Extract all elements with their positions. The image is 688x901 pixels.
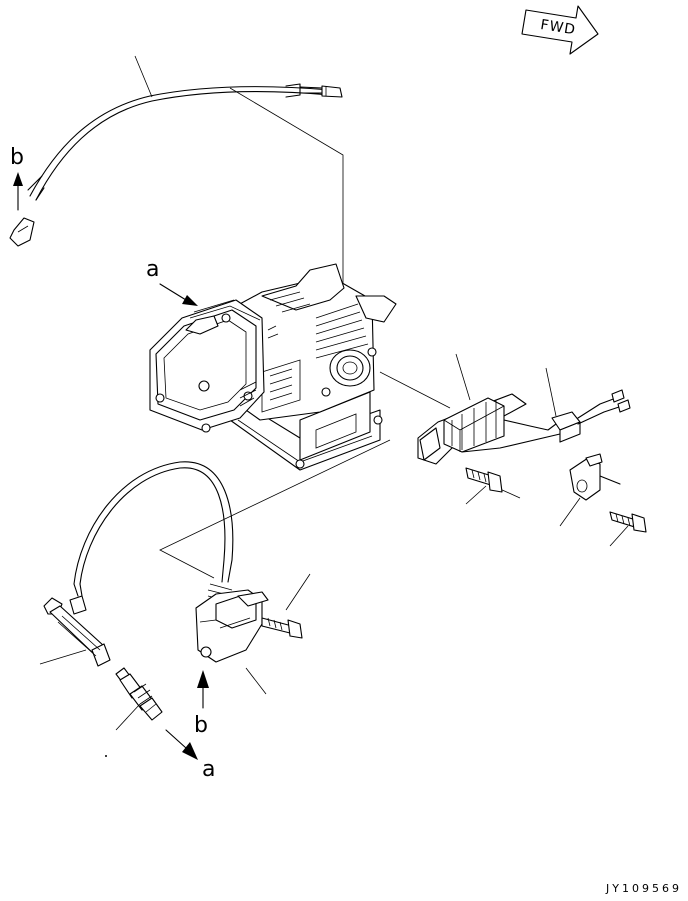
- spark-plug: [115, 667, 163, 721]
- wire-harness-upper: [9, 83, 343, 247]
- dot-mark: [105, 755, 107, 757]
- leader-plug-cap: [39, 649, 87, 665]
- fwd-arrow-icon: [521, 5, 599, 55]
- leader-regulator: [455, 353, 557, 417]
- bolt-bracket: [609, 511, 647, 533]
- leader-spark-plug: [115, 703, 141, 731]
- regulator-unit: [417, 389, 631, 465]
- leader-bracket: [559, 497, 581, 527]
- leader-bolt-regulator: [465, 485, 487, 505]
- arrow-a-engine-icon: [159, 283, 198, 306]
- engine-block: [149, 263, 397, 471]
- callout-a-bottom: a: [202, 757, 215, 782]
- bolt-regulator: [465, 467, 503, 493]
- leader-harness: [134, 55, 344, 330]
- leader-coil-bolt: [285, 573, 311, 611]
- fwd-label: FWD: [539, 17, 577, 38]
- drawing-code: JY109569: [605, 882, 682, 895]
- bracket-lower-right: [569, 453, 621, 501]
- leader-coil: [245, 667, 267, 695]
- leader-bolt-bracket: [609, 525, 629, 547]
- arrow-b-top-icon: [13, 172, 23, 211]
- spark-plug-cap: [43, 595, 111, 667]
- ignition-coil: [73, 461, 303, 663]
- callout-a-engine: a: [146, 257, 159, 282]
- callout-b-top: b: [10, 145, 24, 170]
- arrow-a-bottom-icon: [165, 729, 198, 760]
- arrow-b-bottom-icon: [197, 670, 209, 709]
- callout-b-bottom: b: [194, 713, 208, 738]
